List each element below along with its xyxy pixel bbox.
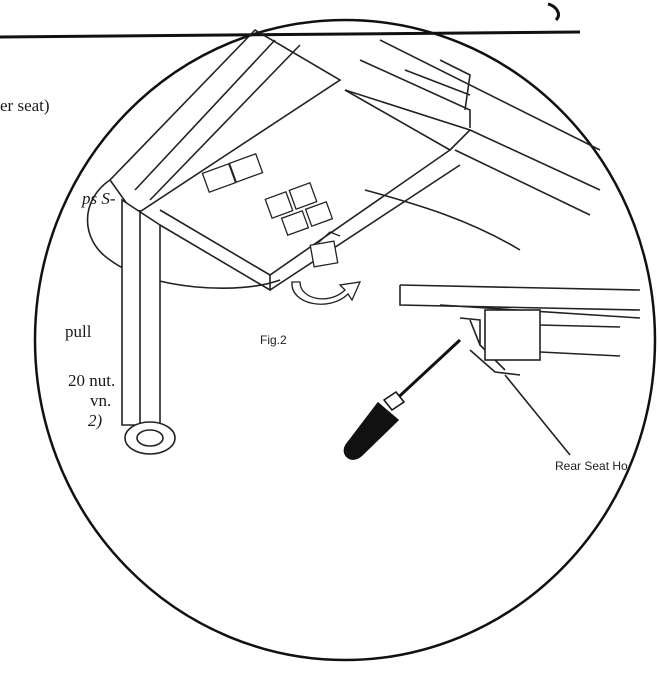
- rotate-arrow: [291, 281, 362, 305]
- hinge-brackets: [201, 152, 341, 268]
- figure-label: Fig.2: [260, 333, 287, 347]
- instruction-fragment-4: 20 nut.: [68, 371, 116, 390]
- screwdriver: [343, 338, 462, 460]
- heading-rule: [0, 30, 581, 39]
- instruction-fragment-3: pull: [65, 322, 92, 341]
- seat-holder-detail: [399, 284, 641, 456]
- rear-seat-holder-callout: Rear Seat Ho: [555, 459, 628, 473]
- instruction-fragment-1: er seat): [0, 96, 50, 115]
- instruction-fragment-6: 2): [88, 411, 103, 430]
- cabinet-leg: [121, 198, 176, 455]
- instruction-fragment-5: vn.: [90, 391, 112, 410]
- instruction-fragment-2: ps S-: [82, 189, 116, 208]
- detail-circle: [33, 18, 657, 662]
- heading-letter-fragment: [547, 2, 560, 22]
- cabinet-underside: [86, 28, 601, 292]
